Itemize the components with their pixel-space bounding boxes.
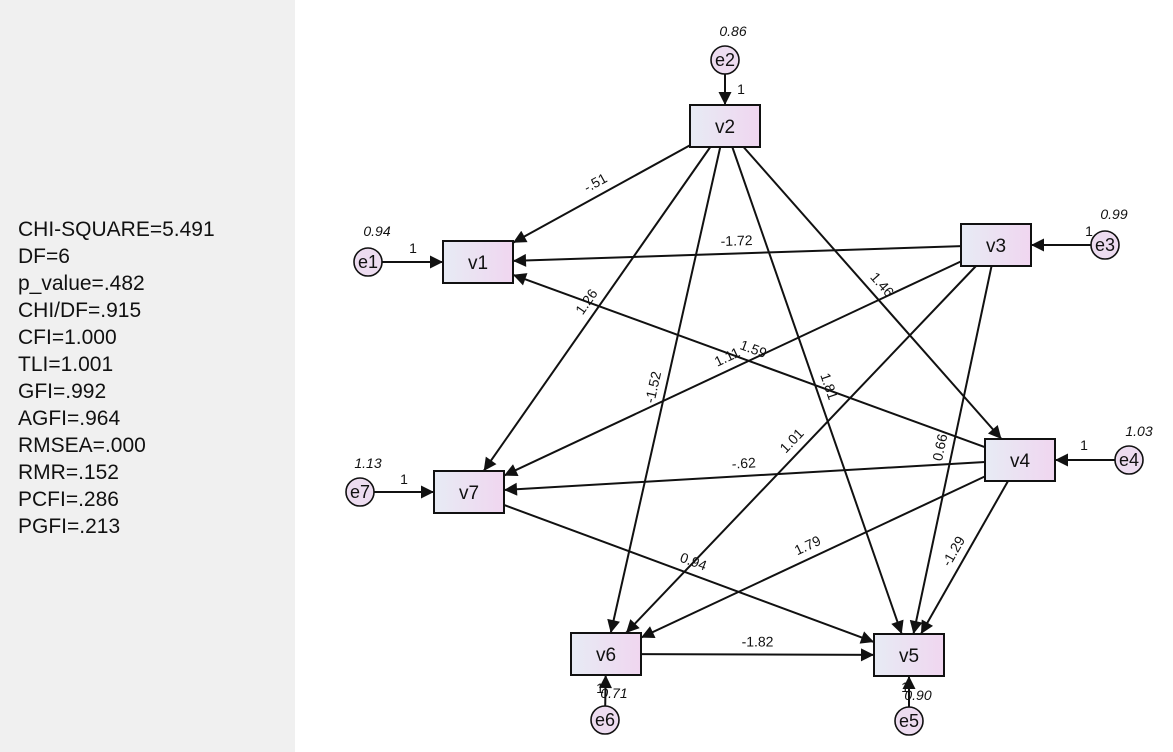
path-v3-to-v5 (909, 265, 993, 635)
variable-label: v5 (899, 646, 919, 667)
variable-box-v1: v1 (442, 240, 514, 284)
fit-statistic: RMSEA=.000 (18, 434, 146, 457)
variable-rect (984, 438, 1056, 482)
variable-label: v3 (986, 236, 1006, 257)
path-coefficient: -1.72 (720, 232, 753, 249)
variable-box-v5: v5 (873, 633, 945, 677)
error-circle (345, 477, 375, 507)
path-coefficient: -1.52 (642, 370, 665, 405)
error-term-e5: e5 0.901 (894, 679, 932, 736)
error-variance: 0.99 (1100, 206, 1127, 222)
error-loading: 1 (901, 679, 909, 695)
variable-label: v7 (459, 483, 479, 504)
error-loading: 1 (1085, 223, 1093, 239)
variable-label: v1 (468, 253, 488, 274)
path-coefficient: -1.82 (742, 633, 774, 649)
variable-label: v4 (1010, 451, 1031, 472)
variable-rect (570, 632, 642, 676)
error-label: e6 (595, 710, 615, 730)
variable-box-v7: v7 (433, 470, 505, 514)
error-label: e1 (358, 252, 378, 272)
error-label: e5 (899, 711, 919, 731)
variable-box-v3: v3 (960, 223, 1032, 267)
path-v4-to-v6 (640, 475, 986, 639)
path-v7-to-v5 (503, 504, 875, 644)
variable-rect (873, 633, 945, 677)
error-term-e3: e3 0.99 1 (1085, 206, 1128, 260)
path-coefficient: 1.01 (776, 425, 807, 456)
path-v4-to-v5 (920, 480, 1009, 635)
error-variance: 0.86 (719, 23, 746, 39)
path-v3-to-v6 (625, 265, 977, 634)
fit-statistic: AGFI=.964 (18, 407, 121, 430)
error-circle (894, 706, 924, 736)
error-loading: 1 (1080, 437, 1088, 453)
variable-label: v6 (596, 645, 616, 666)
error-term-e7: e7 1.13 1 (345, 455, 408, 507)
variable-box-v2: v2 (689, 104, 761, 148)
fit-statistic: TLI=1.001 (18, 353, 114, 376)
error-term-e4: e4 1.03 1 (1080, 423, 1153, 475)
fit-statistic: CHI-SQUARE=5.491 (18, 218, 215, 241)
fit-statistic: GFI=.992 (18, 380, 107, 403)
path-coefficient: 1.26 (572, 286, 601, 318)
error-variance: 0.71 (600, 685, 627, 701)
variable-rect (433, 470, 505, 514)
fit-statistic: p_value=.482 (18, 272, 145, 295)
error-circle (353, 247, 383, 277)
path-v2-to-v7 (482, 146, 712, 472)
error-loading: 1 (596, 680, 604, 696)
fit-statistic: CFI=1.000 (18, 326, 117, 349)
path-coefficient: 1.46 (867, 269, 897, 300)
fit-statistic: CHI/DF=.915 (18, 299, 142, 322)
error-term-e6: e6 0.711 (590, 680, 628, 735)
variable-label: v2 (715, 117, 735, 138)
path-coefficient: -.62 (731, 454, 756, 471)
path-coefficient: 1.59 (738, 337, 769, 361)
error-variance: 0.90 (904, 687, 931, 703)
error-loading: 1 (409, 240, 417, 256)
path-v2-to-v1 (512, 144, 691, 244)
error-circle (710, 45, 740, 75)
error-variance: 1.03 (1125, 423, 1152, 439)
error-circle (1090, 230, 1120, 260)
error-label: e4 (1119, 450, 1139, 470)
error-term-e1: e1 0.94 1 (353, 223, 417, 277)
path-v2-to-v4 (742, 146, 1003, 440)
error-circle (1114, 445, 1144, 475)
error-variance: 1.13 (354, 455, 381, 471)
variable-rect (442, 240, 514, 284)
fit-statistic: RMR=.152 (18, 461, 119, 484)
error-loading: 1 (400, 471, 408, 487)
fit-statistic: PGFI=.213 (18, 515, 121, 538)
error-variance: 0.94 (363, 223, 390, 239)
error-term-e2: e2 0.86 1 (710, 23, 747, 97)
path-v3-to-v1 (512, 245, 962, 267)
path-coefficient: -1.29 (938, 533, 968, 569)
path-coefficient: 1.81 (817, 371, 841, 402)
path-coefficient: 0.94 (678, 549, 709, 574)
path-v3-to-v7 (503, 260, 962, 477)
path-v4-to-v7 (503, 461, 986, 496)
error-label: e7 (350, 482, 370, 502)
error-label: e2 (715, 50, 735, 70)
variable-rect (689, 104, 761, 148)
path-v6-to-v5 (640, 648, 875, 662)
fit-statistic: PCFI=.286 (18, 488, 119, 511)
path-coefficient: 0.66 (929, 432, 950, 462)
error-circle (590, 705, 620, 735)
fit-statistic: DF=6 (18, 245, 70, 268)
variable-box-v4: v4 (984, 438, 1056, 482)
paths-layer (374, 74, 1115, 707)
error-loading: 1 (737, 81, 745, 97)
nodes-layer: e10.941e20.861e30.991e41.031e50.901e60.7… (345, 23, 1153, 736)
variable-rect (960, 223, 1032, 267)
path-v2-to-v5 (731, 146, 904, 635)
error-label: e3 (1095, 235, 1115, 255)
variable-box-v6: v6 (570, 632, 642, 676)
